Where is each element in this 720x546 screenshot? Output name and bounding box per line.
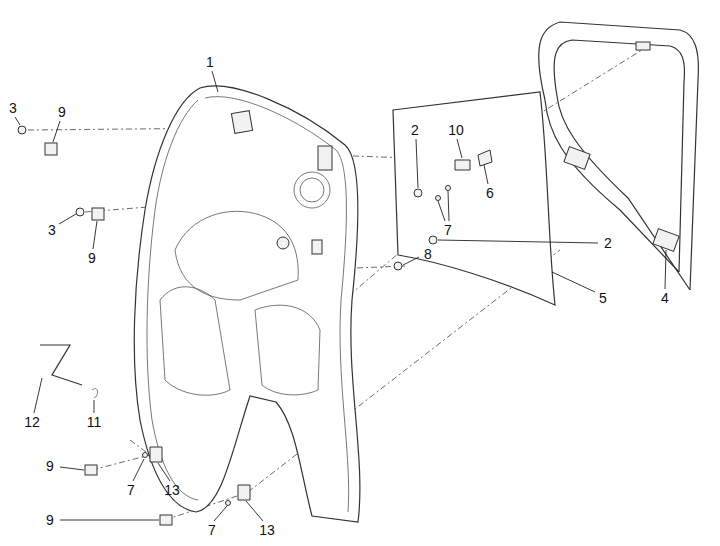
callout-number: 9 xyxy=(46,458,54,474)
callout-number: 3 xyxy=(9,100,17,116)
callout-number: 5 xyxy=(599,290,607,306)
callout-number: 13 xyxy=(259,522,275,538)
callout-number: 12 xyxy=(24,414,40,430)
callout-number: 11 xyxy=(87,414,102,430)
assembly-line xyxy=(92,455,150,470)
callout-number: 7 xyxy=(444,222,452,238)
callout-number: 2 xyxy=(604,235,612,251)
callout-number: 1 xyxy=(206,54,214,70)
leader-lines xyxy=(15,71,666,521)
callout-number: 4 xyxy=(661,290,669,306)
callout-number: 9 xyxy=(58,104,66,120)
callout-number: 9 xyxy=(46,512,54,528)
callout-number: 3 xyxy=(48,222,56,238)
callout-number: 2 xyxy=(411,122,419,138)
fasteners xyxy=(18,126,492,525)
legshield xyxy=(134,86,360,522)
callout-number: 6 xyxy=(486,185,494,201)
frame xyxy=(539,22,699,290)
callout-number: 7 xyxy=(127,482,135,498)
callout-number: 8 xyxy=(424,246,432,262)
windshield xyxy=(393,92,555,305)
callout-number: 13 xyxy=(164,482,180,498)
callout-number: 10 xyxy=(448,122,464,138)
callout-number: 7 xyxy=(208,522,216,538)
callout-number: 9 xyxy=(88,250,96,266)
